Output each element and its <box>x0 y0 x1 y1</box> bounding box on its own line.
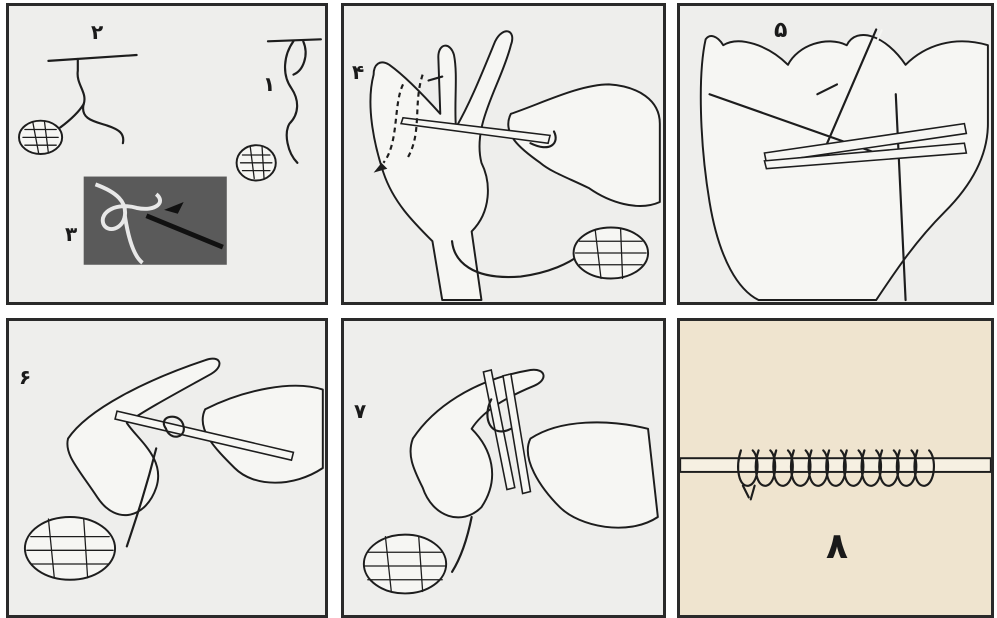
slip-knot-illustration <box>9 6 325 302</box>
step-panel-4: ۴ <box>341 3 666 305</box>
step-panel-5: ۵ <box>677 3 994 305</box>
needle-loop-detail-illustration <box>680 6 991 302</box>
step-label-8: ۸ <box>826 529 848 565</box>
casting-on-hands-illustration <box>344 6 663 302</box>
stitch-wrapping-illustration <box>9 321 325 615</box>
step-label-1: ۱ <box>263 74 275 94</box>
step-label-7: ۷ <box>354 401 366 421</box>
step-panel-6: ۶ <box>6 318 328 618</box>
stitch-pulling-through-illustration <box>344 321 663 615</box>
step-panel-1-2-3: ۲ ۱ ۳ <box>6 3 328 305</box>
step-panel-8: ۸ <box>677 318 994 618</box>
step-label-2: ۲ <box>91 22 103 42</box>
step-label-5: ۵ <box>774 20 787 42</box>
cast-on-stitches-result-illustration <box>680 321 991 615</box>
step-label-4: ۴ <box>352 62 364 82</box>
step-panel-7: ۷ <box>341 318 666 618</box>
step-label-6: ۶ <box>19 367 31 387</box>
step-label-3: ۳ <box>65 224 77 244</box>
